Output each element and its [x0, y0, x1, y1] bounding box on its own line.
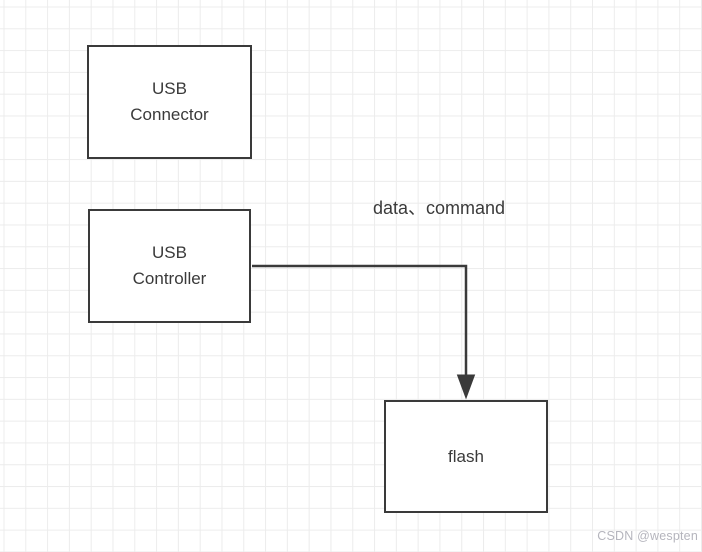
- watermark: CSDN @wespten: [597, 529, 698, 543]
- node-usb-connector-label: USB Connector: [130, 79, 209, 124]
- node-usb-connector: USB Connector: [87, 45, 252, 159]
- node-flash-label: flash: [448, 446, 484, 466]
- node-usb-controller-label: USB Controller: [132, 243, 207, 288]
- node-usb-controller: USB Controller: [88, 209, 251, 323]
- node-flash: flash: [384, 400, 548, 513]
- edge-label: data、command: [372, 198, 506, 218]
- connector-line: [252, 264, 468, 381]
- arrowhead-icon: [456, 374, 476, 400]
